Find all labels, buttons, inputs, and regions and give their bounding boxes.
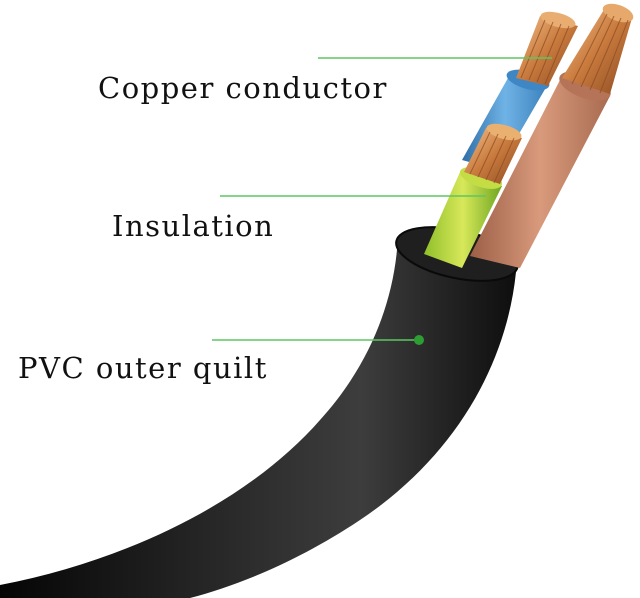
blue-copper-strands	[520, 19, 570, 85]
copper-conductor-label: Copper conductor	[98, 71, 388, 105]
pvc-outer-label: PVC outer quilt	[18, 351, 268, 385]
insulation-label: Insulation	[112, 209, 275, 243]
brown-core	[470, 80, 610, 268]
pvc-leader-dot	[414, 335, 424, 345]
brown-copper-strands	[571, 13, 629, 94]
pvc-jacket	[0, 236, 516, 598]
brown-core-copper	[562, 8, 632, 94]
yellow-green-core-copper	[464, 128, 522, 184]
yg-copper-strands	[469, 131, 515, 184]
blue-core-copper	[516, 16, 578, 86]
